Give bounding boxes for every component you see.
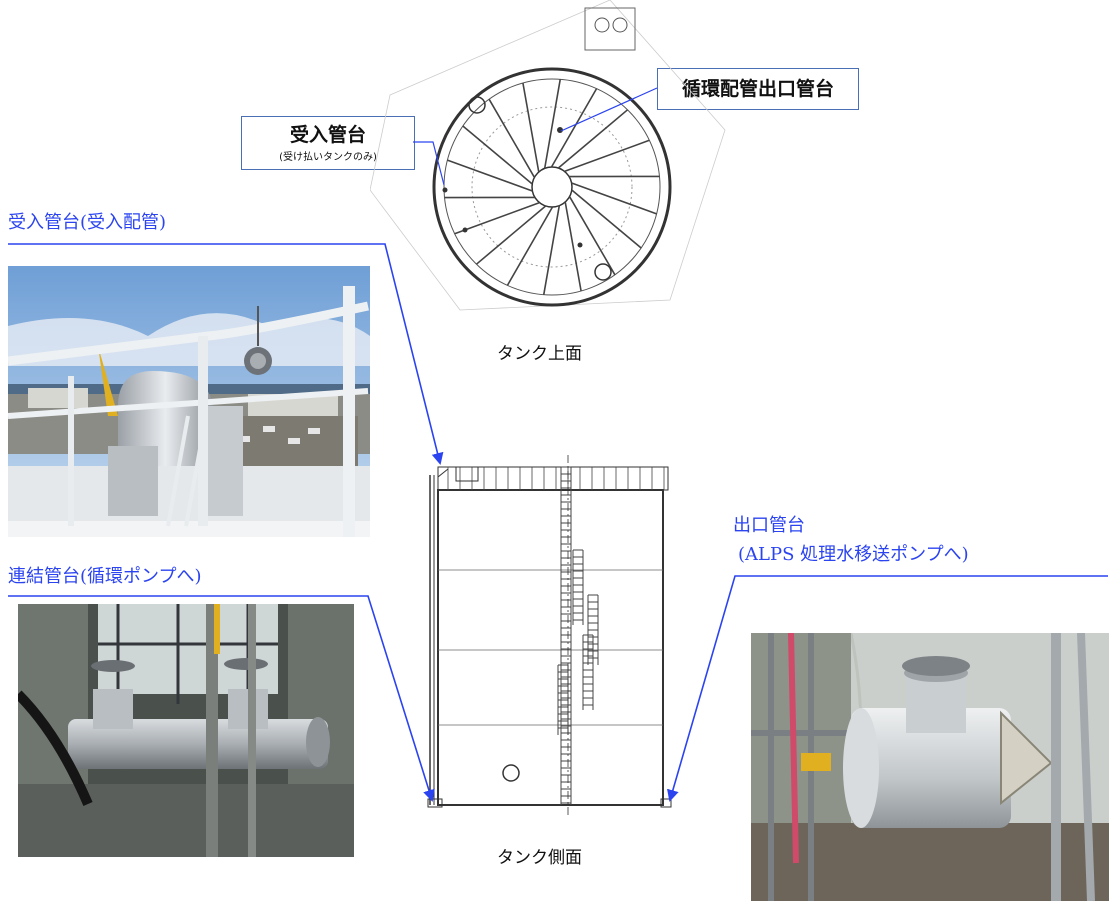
leader-receiving-callout: [413, 141, 445, 186]
caption-tank-top: タンク上面: [497, 344, 582, 364]
arrow-receiving-nozzle: [8, 243, 444, 465]
tank-top-view: [370, 0, 726, 311]
tank-side-view: [427, 455, 672, 815]
photo-outlet-nozzle: [751, 633, 1109, 901]
photo-receiving-nozzle: [8, 266, 370, 537]
arrow-outlet-nozzle: [667, 575, 1108, 802]
callout-receiving-note: (受け払いタンクのみ): [279, 152, 377, 163]
callout-circulation-outlet: 循環配管出口管台: [657, 68, 859, 110]
label-outlet-nozzle: 出口管台: [733, 515, 805, 536]
leader-circulation-callout: [560, 87, 658, 132]
arrow-connection-nozzle: [8, 595, 435, 802]
label-connection-nozzle: 連結管台(循環ポンプへ): [8, 566, 202, 587]
photo-connection-nozzle: [18, 604, 354, 857]
callout-receiving-nozzle: 受入管台 (受け払いタンクのみ): [241, 116, 415, 170]
tank-top-circle: [432, 67, 672, 307]
label-outlet-nozzle-destination: (ALPS 処理水移送ポンプへ): [738, 544, 969, 565]
callout-receiving-title: 受入管台: [289, 124, 366, 146]
label-receiving-nozzle-pipe: 受入管台(受入配管): [8, 212, 167, 233]
caption-tank-side: タンク側面: [497, 848, 582, 868]
